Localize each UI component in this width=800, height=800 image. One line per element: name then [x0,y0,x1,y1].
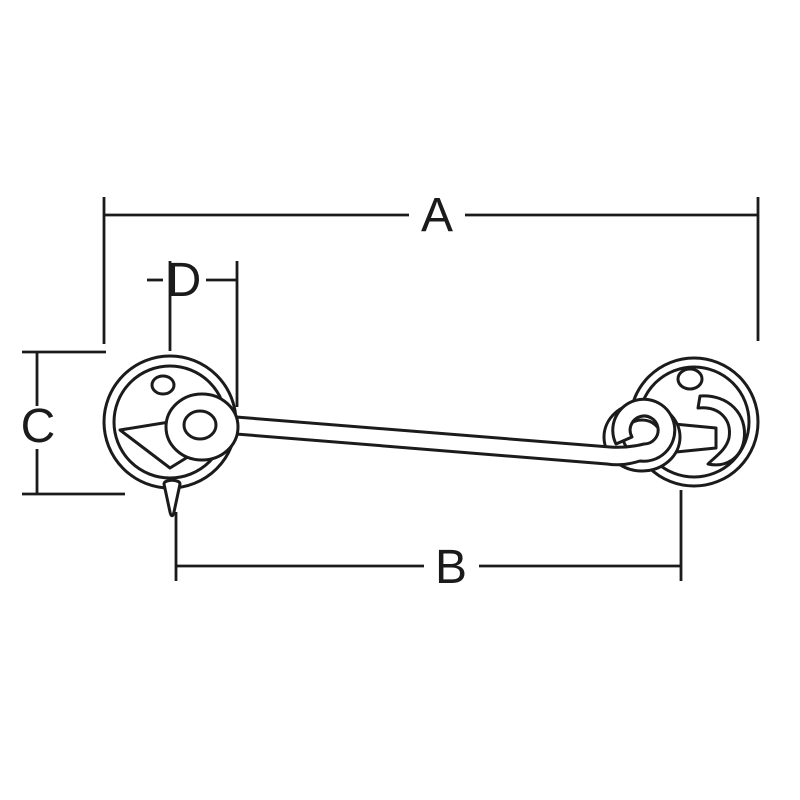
left-screw-hole [150,374,176,396]
dimension-b-label: B [435,541,467,594]
dimension-c-label: C [21,400,56,453]
dimension-c [22,350,125,496]
hook-arm [234,397,677,467]
drawing-root: A D C B [21,189,760,594]
dimension-b [174,490,683,581]
right-eyebolt-bend [696,394,746,467]
dimension-d-label: D [167,254,202,307]
dimension-labels: A D C B [21,189,467,594]
hook-assembly [102,354,760,518]
right-screw-hole [676,367,704,391]
dimension-a-label: A [421,189,453,242]
dimension-a [102,197,760,344]
dimension-d [147,261,239,407]
left-screw-tip [162,478,182,518]
left-eye-loop-hole [182,409,218,441]
left-eye-loop [164,392,240,462]
